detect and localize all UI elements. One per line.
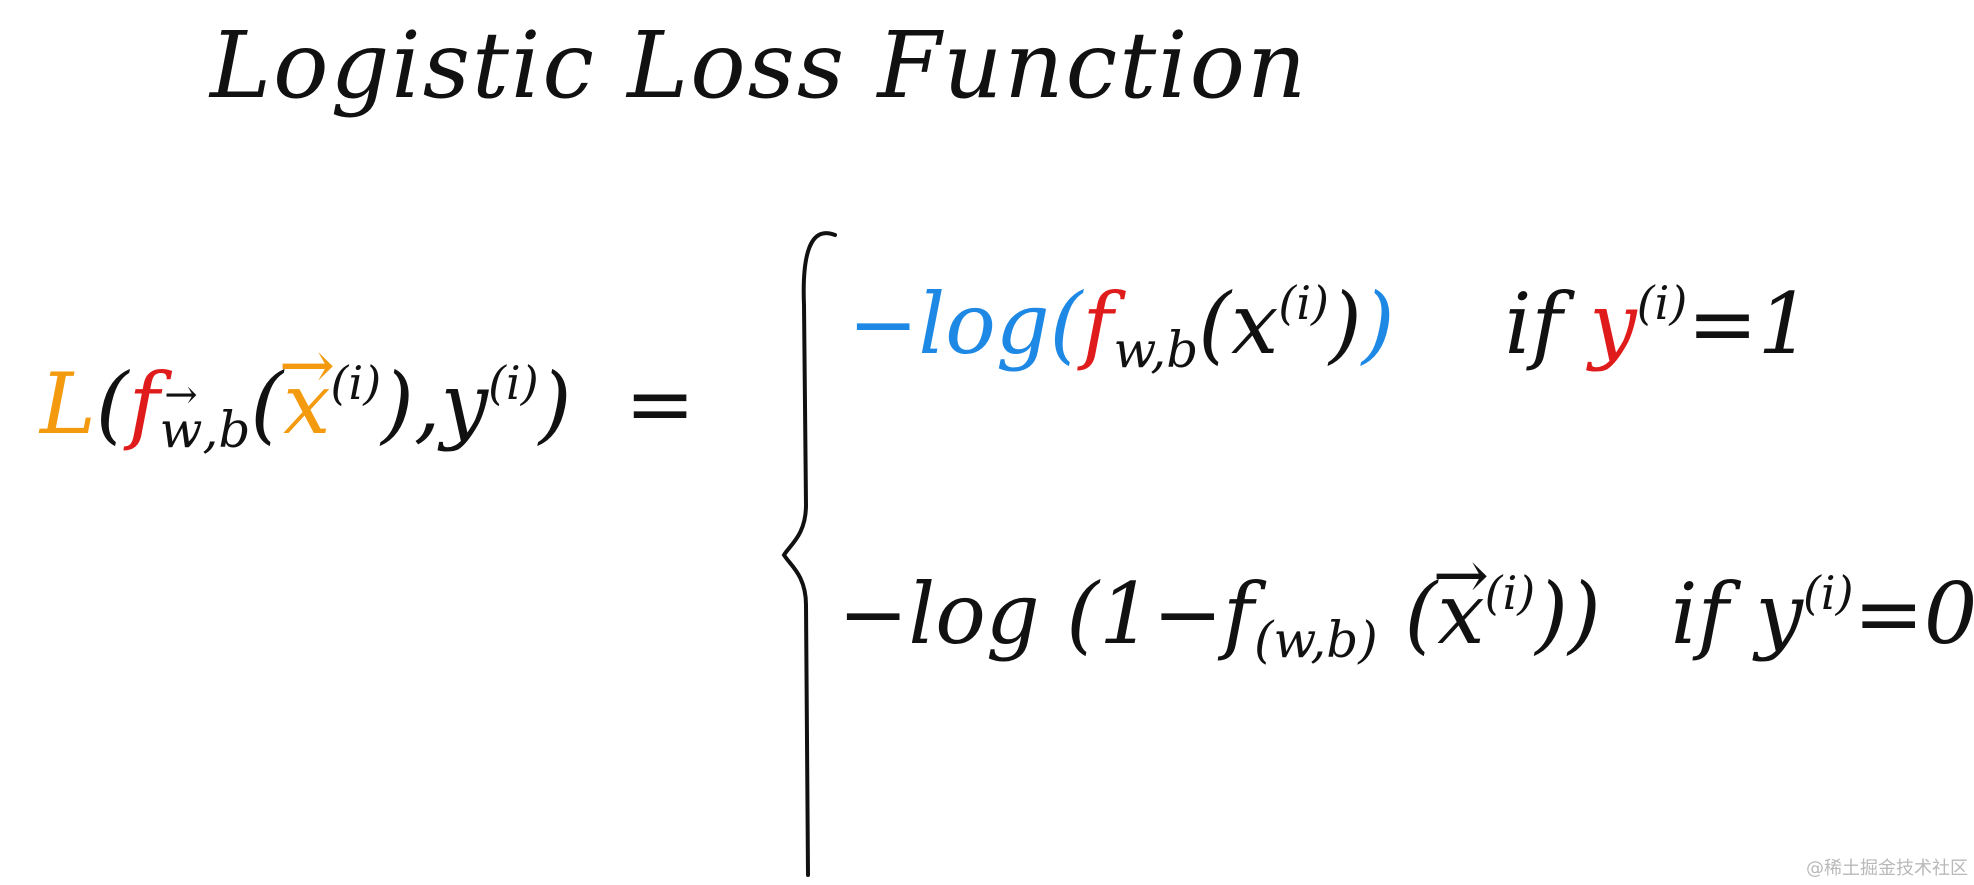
minus-log: −log [838,565,1040,663]
function-subscript: w,b [1113,321,1199,379]
x-vector: x [1437,572,1484,656]
y-label: y [440,355,489,453]
loss-lhs: L(fw,b(x(i)),y(i)) = [40,360,695,455]
paren-x-open: ( [1404,565,1438,663]
paren-open: ( [95,355,129,453]
loss-symbol: L [40,355,96,453]
y-superscript: (i) [1802,566,1854,620]
y-label: y [1755,565,1803,663]
watermark: @稀土掘金技术社区 [1806,858,1968,879]
case-y-equals-1: −log(fw,b(x(i)))if y(i)=1 [848,280,1811,375]
function-subscript: (w,b) [1253,611,1378,669]
function-subscript: w,b [160,401,251,459]
page-title: Logistic Loss Function [210,12,1309,119]
x-label: x [1231,275,1279,373]
log-argument: (1−f [1066,565,1254,663]
piecewise-brace [781,231,837,877]
paren-x-close: ) [1329,275,1362,373]
comma: , [413,355,441,453]
condition-value: =1 [1687,275,1812,373]
x-vector: x [283,362,330,446]
y-superscript: (i) [1636,276,1688,330]
paren-x-close: ) [1535,565,1569,663]
paren-close: ) [1568,565,1601,663]
subscript-rest: ,b [202,401,251,459]
paren-open-blue: ( [1049,275,1083,373]
x-superscript: (i) [1278,276,1329,330]
paren-x-close: ) [381,355,414,453]
paren-close: ) [538,355,572,453]
function-f: f [128,355,160,453]
x-superscript: (i) [1484,566,1536,620]
y-superscript: (i) [488,356,539,410]
paren-x-open: ( [250,355,284,453]
case-y-equals-0: −log (1−f(w,b) (x(i)))if y(i)=0 [838,570,1974,665]
paren-x-open: ( [1198,275,1232,373]
y-label: y [1589,275,1637,373]
function-f: f [1082,275,1114,373]
if-keyword: if [1504,275,1563,373]
paren-close-blue: ) [1361,275,1395,373]
if-keyword: if [1670,565,1729,663]
minus-log: −log [848,275,1050,373]
w-vector: w [160,405,203,455]
equals-sign: = [624,355,696,453]
condition-value: =0 [1853,565,1974,663]
x-superscript: (i) [330,356,382,410]
